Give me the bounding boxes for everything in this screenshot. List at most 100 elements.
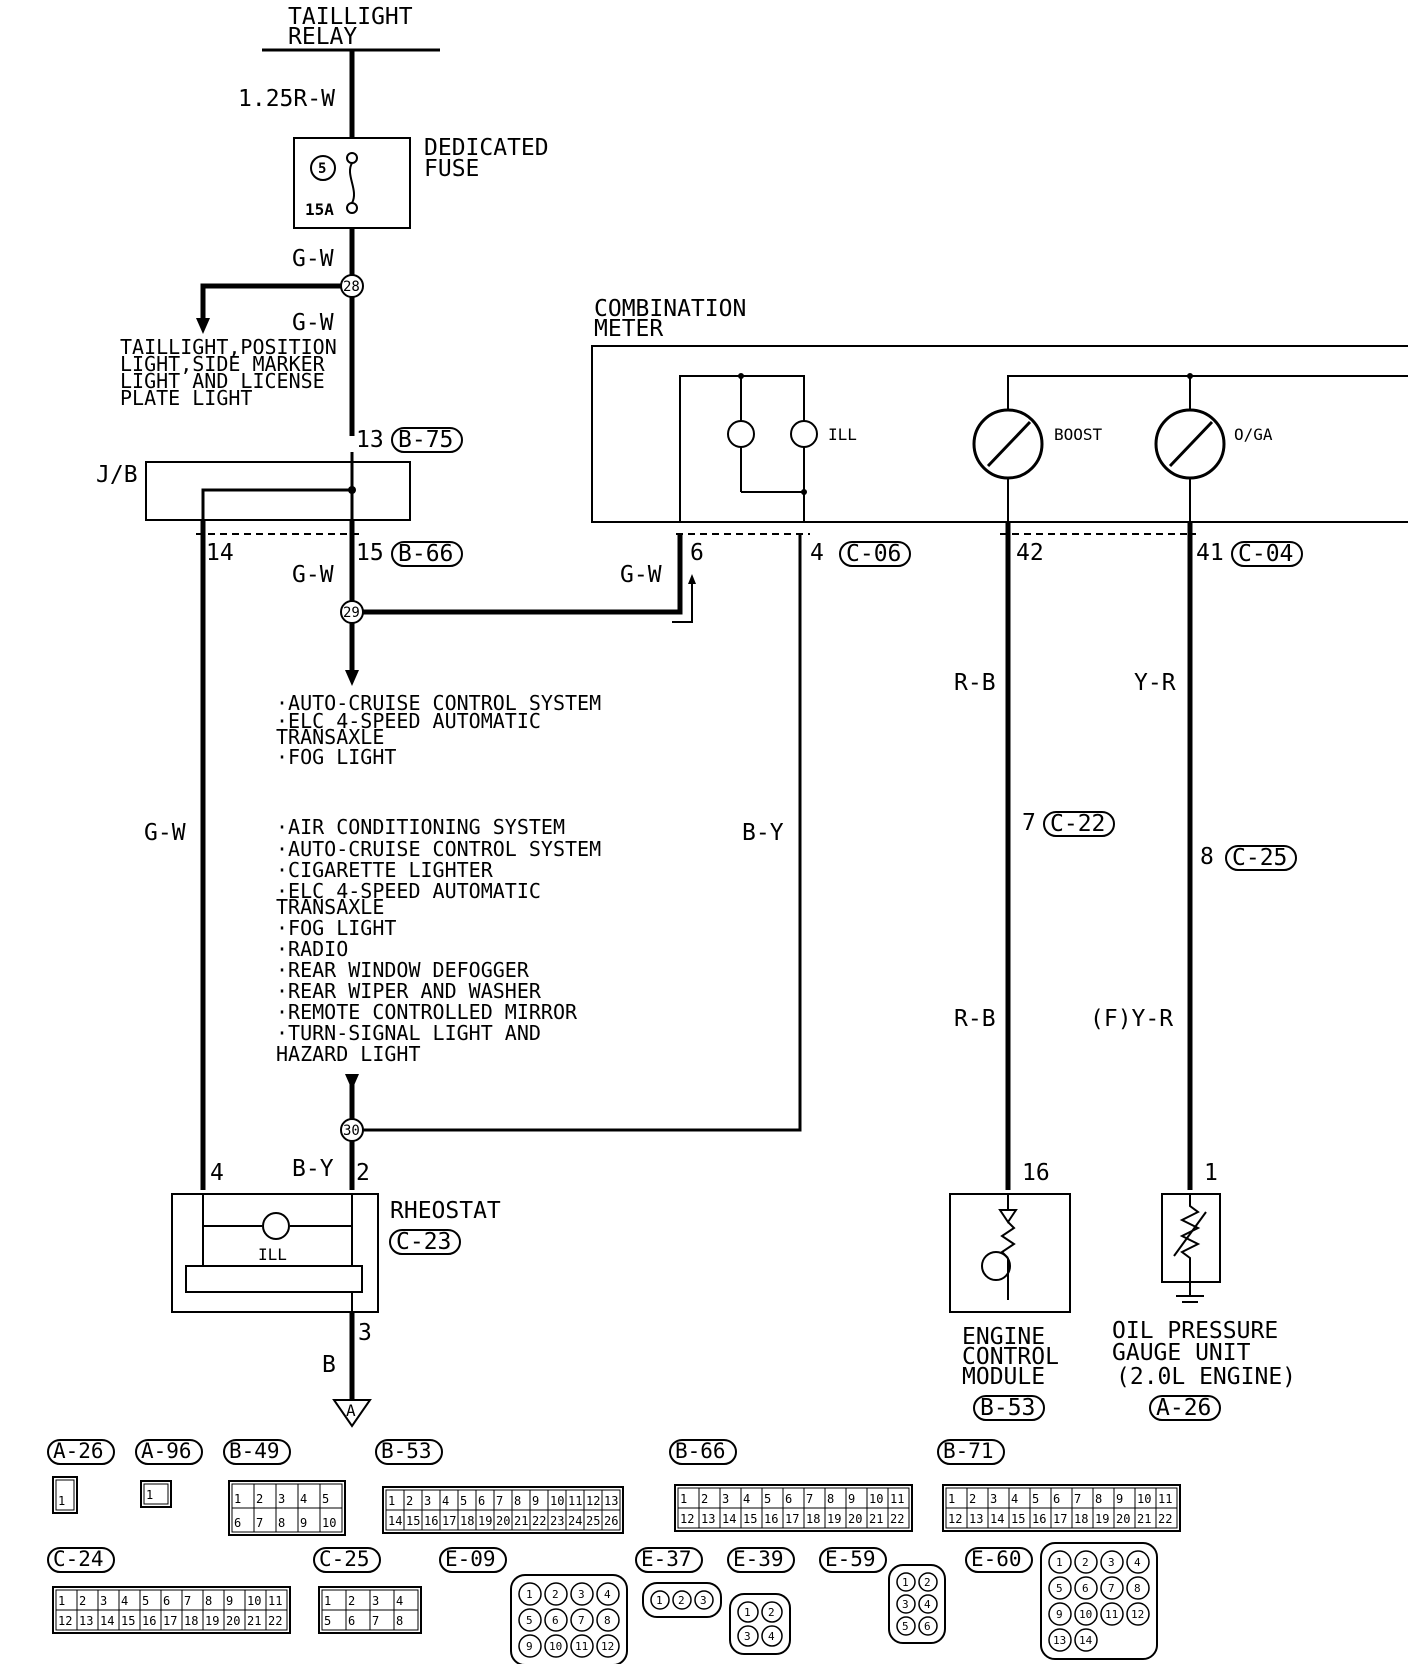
splice-29-label: 29 <box>343 605 360 621</box>
b53-pin-label-21: 21 <box>514 1514 528 1528</box>
c24-pin-label-12: 12 <box>58 1614 72 1628</box>
e39-housing <box>729 1593 791 1655</box>
b53-pin-label-17: 17 <box>442 1514 456 1528</box>
wire-yr-1: Y-R <box>1134 670 1176 696</box>
c24-pin-label-13: 13 <box>79 1614 93 1628</box>
c24-pin-label-4: 4 <box>121 1594 128 1608</box>
fuse-element <box>349 162 355 204</box>
e37-housing <box>642 1582 722 1618</box>
ecm-label-2: CONTROL <box>962 1344 1059 1370</box>
b71-pin-label-12: 12 <box>948 1512 962 1526</box>
b66-pin-label-15: 15 <box>743 1512 757 1526</box>
list-1-item-1: ·AUTO-CRUISE CONTROL SYSTEM <box>276 691 601 715</box>
e09-pin-label-4: 4 <box>604 1588 611 1601</box>
conn-c04: C-04 <box>1238 541 1293 567</box>
b71-pin-label-3: 3 <box>990 1492 997 1506</box>
e09-pin-label-8: 8 <box>604 1614 611 1627</box>
list-2-item-1: ·AIR CONDITIONING SYSTEM <box>276 815 565 839</box>
b71-pin-label-20: 20 <box>1116 1512 1130 1526</box>
b66-pin-label-10: 10 <box>869 1492 883 1506</box>
c24-pin-label-5: 5 <box>142 1594 149 1608</box>
b71-pin-label-8: 8 <box>1095 1492 1102 1506</box>
conn-b53: B-53 <box>980 1395 1035 1421</box>
conn-c22: C-22 <box>1050 811 1105 837</box>
connector-label-6: C-24 <box>53 1547 104 1571</box>
c24-pin-label-18: 18 <box>184 1614 198 1628</box>
b66-pin-label-16: 16 <box>764 1512 778 1526</box>
e60-pin-3 <box>1100 1550 1124 1574</box>
wire-29-to-meter-6 <box>363 534 683 615</box>
e09-pin-label-5: 5 <box>526 1614 533 1627</box>
pin-16: 16 <box>1022 1160 1050 1186</box>
c25-pin-label-6: 6 <box>348 1614 355 1628</box>
b49-pin-label-7: 7 <box>256 1516 263 1530</box>
list-2-item-3: ·CIGARETTE LIGHTER <box>276 858 494 882</box>
b66-pin-label-3: 3 <box>722 1492 729 1506</box>
list-2-item-7: ·RADIO <box>276 937 348 961</box>
b53-pin-label-20: 20 <box>496 1514 510 1528</box>
shield-arrow <box>688 574 696 584</box>
b49-pin-label-9: 9 <box>300 1516 307 1530</box>
conn-c22-oval <box>1043 811 1115 837</box>
e59-pin-5 <box>896 1616 916 1636</box>
wire-yr-2: (F)Y-R <box>1090 1006 1173 1032</box>
e59-pin-2 <box>918 1572 938 1592</box>
b66-pin-label-11: 11 <box>890 1492 904 1506</box>
combination-label-2: METER <box>594 316 663 342</box>
connector-label-oval-0 <box>47 1439 115 1465</box>
pin-4-meter: 4 <box>810 540 824 566</box>
e37-pin-label-3: 3 <box>700 1594 707 1607</box>
connector-label-oval-5 <box>937 1439 1005 1465</box>
b66-pin-label-9: 9 <box>848 1492 855 1506</box>
e59-pin-label-6: 6 <box>924 1620 931 1633</box>
wire-to-taillight <box>200 283 341 322</box>
e09-pin-2 <box>544 1582 568 1606</box>
c24-pin-label-3: 3 <box>100 1594 107 1608</box>
b66-pin-label-13: 13 <box>701 1512 715 1526</box>
connector-label-oval-3 <box>375 1439 443 1465</box>
conn-c06: C-06 <box>846 541 901 567</box>
splice-30-label: 30 <box>343 1123 360 1139</box>
list-2-item-8: ·REAR WINDOW DEFOGGER <box>276 958 530 982</box>
conn-c23-oval <box>389 1229 461 1255</box>
e09-pin-10 <box>544 1634 568 1658</box>
c25-pin-label-7: 7 <box>372 1614 379 1628</box>
pin-42: 42 <box>1016 540 1044 566</box>
b53-pin-label-15: 15 <box>406 1514 420 1528</box>
b71-pin-label-1: 1 <box>948 1492 955 1506</box>
b53-pin-label-1: 1 <box>388 1494 395 1508</box>
connector-label-9: E-37 <box>641 1547 692 1571</box>
connector-label-2: B-49 <box>229 1439 280 1463</box>
b66-pin-label-18: 18 <box>806 1512 820 1526</box>
b53-pin-label-16: 16 <box>424 1514 438 1528</box>
conn-c25-mid: C-25 <box>1232 845 1287 871</box>
wire-rb-2: R-B <box>954 1006 996 1032</box>
arrow-list-2 <box>345 1074 359 1090</box>
rheostat-resistor <box>185 1265 363 1293</box>
e39-pin-label-2: 2 <box>768 1606 775 1619</box>
b71-housing <box>942 1484 1181 1532</box>
connector-label-oval-7 <box>313 1547 381 1573</box>
connector-label-1: A-96 <box>141 1439 192 1463</box>
e37-pin-2 <box>672 1590 692 1610</box>
b53-pin-label-18: 18 <box>460 1514 474 1528</box>
pin-1: 1 <box>1204 1160 1218 1186</box>
b53-pin-label-7: 7 <box>496 1494 503 1508</box>
e37-pin-label-1: 1 <box>656 1594 663 1607</box>
a26-pin-1 <box>55 1479 75 1511</box>
b66-pin-label-7: 7 <box>806 1492 813 1506</box>
conn-a26-oval <box>1149 1395 1221 1421</box>
b53-pin-label-12: 12 <box>586 1494 600 1508</box>
c24-pin-label-14: 14 <box>100 1614 114 1628</box>
e09-pin-8 <box>596 1608 620 1632</box>
conn-c04-oval <box>1231 541 1303 567</box>
ill-node-top <box>738 373 744 379</box>
b66-pin-label-8: 8 <box>827 1492 834 1506</box>
c24-pin-22 <box>265 1609 288 1631</box>
connector-label-oval-11 <box>819 1547 887 1573</box>
c24-pin-label-21: 21 <box>247 1614 261 1628</box>
c25-housing <box>318 1586 422 1634</box>
wire-by-meter <box>363 534 802 1132</box>
pin-14: 14 <box>206 540 234 566</box>
